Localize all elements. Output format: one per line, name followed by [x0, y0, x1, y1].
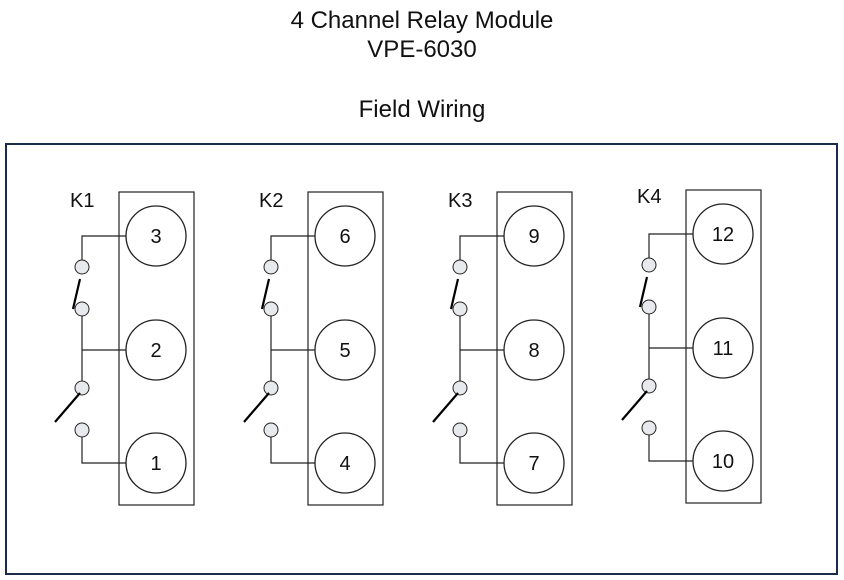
terminal-number: 9: [528, 226, 539, 248]
relay-group: K1 3 2 1 K2 6 5 4 K3 9 8 7 K4 12 11 10: [54, 186, 762, 506]
contact-point: [74, 301, 90, 317]
contact-point: [74, 259, 90, 275]
terminal-circle: [125, 205, 187, 267]
contact-point: [452, 301, 468, 317]
wire-nc: [81, 235, 126, 260]
diagram-subtitle: Field Wiring: [358, 96, 486, 123]
terminal-circle: [314, 205, 376, 267]
terminal-circle: [503, 205, 565, 267]
relay-switch-blade: [260, 278, 271, 310]
contact-point: [74, 422, 90, 438]
contact-point: [452, 380, 468, 396]
contact-point: [74, 380, 90, 396]
contact-point: [263, 301, 279, 317]
terminal-number: 4: [339, 453, 350, 475]
contact-point: [641, 299, 657, 315]
terminal-number: 12: [712, 224, 734, 246]
terminal-number: 7: [528, 453, 539, 475]
module-frame: [5, 143, 838, 575]
terminal-number: 3: [150, 226, 161, 248]
terminal-circle: [125, 432, 187, 494]
relay-switch-blade: [621, 390, 648, 421]
wire-no: [270, 437, 315, 464]
wire-no: [81, 437, 126, 464]
terminal-number: 10: [712, 451, 734, 473]
contact-point: [263, 380, 279, 396]
contact-point: [641, 420, 657, 436]
wire-no: [648, 435, 693, 462]
contact-point: [452, 422, 468, 438]
terminal-circle: [503, 432, 565, 494]
relay-switch-blade: [243, 392, 270, 423]
terminal-number: 5: [339, 340, 350, 362]
terminal-number: 6: [339, 226, 350, 248]
wire-nc: [648, 233, 693, 258]
contact-point: [263, 422, 279, 438]
relay-switch-blade: [71, 278, 82, 310]
terminal-circle: [692, 317, 754, 379]
terminal-circle: [503, 319, 565, 381]
relay-label: K3: [448, 190, 472, 212]
terminal-circle: [314, 319, 376, 381]
relay-switch-blade: [432, 392, 459, 423]
relay-switch-blade: [638, 276, 649, 308]
contact-point: [263, 259, 279, 275]
terminal-number: 11: [713, 338, 734, 360]
relay-label: K2: [259, 190, 283, 212]
wire-nc: [459, 235, 504, 260]
relay-label: K1: [70, 190, 94, 212]
relay-switch-blade: [449, 278, 460, 310]
diagram-title: 4 Channel Relay Module: [290, 7, 554, 34]
wire-no: [459, 437, 504, 464]
relay-label: K4: [637, 186, 661, 208]
contact-point: [641, 257, 657, 273]
contact-point: [641, 378, 657, 394]
terminal-circle: [692, 430, 754, 492]
terminal-circle: [692, 203, 754, 265]
terminal-number: 1: [150, 453, 161, 475]
terminal-circle: [125, 319, 187, 381]
model-number: VPE-6030: [367, 36, 477, 63]
relay-switch-blade: [54, 392, 81, 423]
terminal-circle: [314, 432, 376, 494]
contact-point: [452, 259, 468, 275]
terminal-number: 8: [528, 340, 539, 362]
terminal-number: 2: [150, 340, 161, 362]
wire-nc: [270, 235, 315, 260]
